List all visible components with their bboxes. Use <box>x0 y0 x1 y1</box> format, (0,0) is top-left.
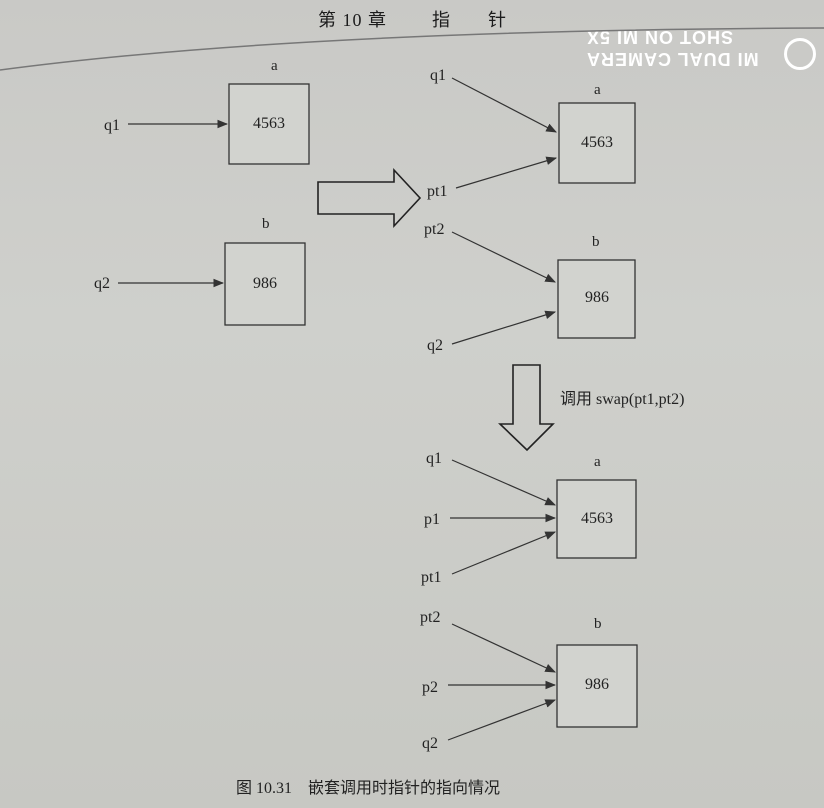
header-title-char-2: 针 <box>488 10 507 30</box>
stage2-arrow-pt2 <box>451 231 556 283</box>
stage3-arrow-pt2 <box>451 623 556 673</box>
stage2-box-b <box>557 259 636 339</box>
stage-3: a 4563 q1 p1 pt1 b 986 pt2 p2 q2 <box>420 450 638 752</box>
stage-2: a 4563 q1 pt1 b 986 pt2 q2 <box>424 67 636 354</box>
stage3-ptr-p1: p1 <box>424 511 440 528</box>
stage1-value-b: 986 <box>253 275 277 292</box>
stage1-label-a: a <box>271 58 278 74</box>
stage2-ptr-pt2: pt2 <box>424 221 444 238</box>
stage2-ptr-pt1: pt1 <box>427 183 447 200</box>
transition-label: 调用 swap(pt1,pt2) <box>560 390 684 408</box>
stage3-ptr-q2: q2 <box>422 735 438 752</box>
stage3-value-a: 4563 <box>581 510 613 527</box>
stage3-label-a: a <box>594 454 601 470</box>
stage3-box-a <box>556 479 637 559</box>
stage3-ptr-pt1: pt1 <box>421 569 441 586</box>
stage2-value-b: 986 <box>585 289 609 306</box>
stage3-arrow-q1 <box>451 459 556 506</box>
page-edge-line <box>0 27 824 71</box>
stage2-box-a <box>558 102 636 184</box>
camera-circle-icon <box>784 38 816 70</box>
stage1-ptr-q1: q1 <box>104 117 120 134</box>
stage3-ptr-p2: p2 <box>422 679 438 696</box>
stage2-arrow-pt1 <box>455 156 558 189</box>
stage2-label-a: a <box>594 82 601 98</box>
stage1-label-b: b <box>262 216 270 232</box>
stage1-box-b <box>224 242 306 326</box>
chapter-label: 第 10 章 <box>318 10 387 30</box>
stage3-arrow-pt1 <box>451 531 557 575</box>
stage3-value-b: 986 <box>585 676 609 693</box>
stage1-box-a <box>228 83 310 165</box>
stage2-value-a: 4563 <box>581 134 613 151</box>
stage3-label-b: b <box>594 616 602 632</box>
header-title-char-1: 指 <box>432 10 451 30</box>
figure-caption: 图 10.31 嵌套调用时指针的指向情况 <box>236 780 501 797</box>
stage2-arrow-q2 <box>451 310 557 345</box>
stage2-ptr-q2: q2 <box>427 337 443 354</box>
stage3-arrow-q2 <box>447 699 557 741</box>
stage3-ptr-q1: q1 <box>426 450 442 467</box>
stage1-value-a: 4563 <box>253 115 285 132</box>
big-right-arrow <box>317 167 422 229</box>
stage3-ptr-pt2: pt2 <box>420 609 440 626</box>
big-down-arrow <box>498 364 555 452</box>
stage2-arrow-q1 <box>451 77 557 133</box>
stage2-ptr-q1: q1 <box>430 67 446 84</box>
stage1-ptr-q2: q2 <box>94 275 110 292</box>
stage2-label-b: b <box>592 234 600 250</box>
stage-1: a 4563 q1 b 986 q2 <box>94 58 310 326</box>
stage3-box-b <box>556 644 638 728</box>
